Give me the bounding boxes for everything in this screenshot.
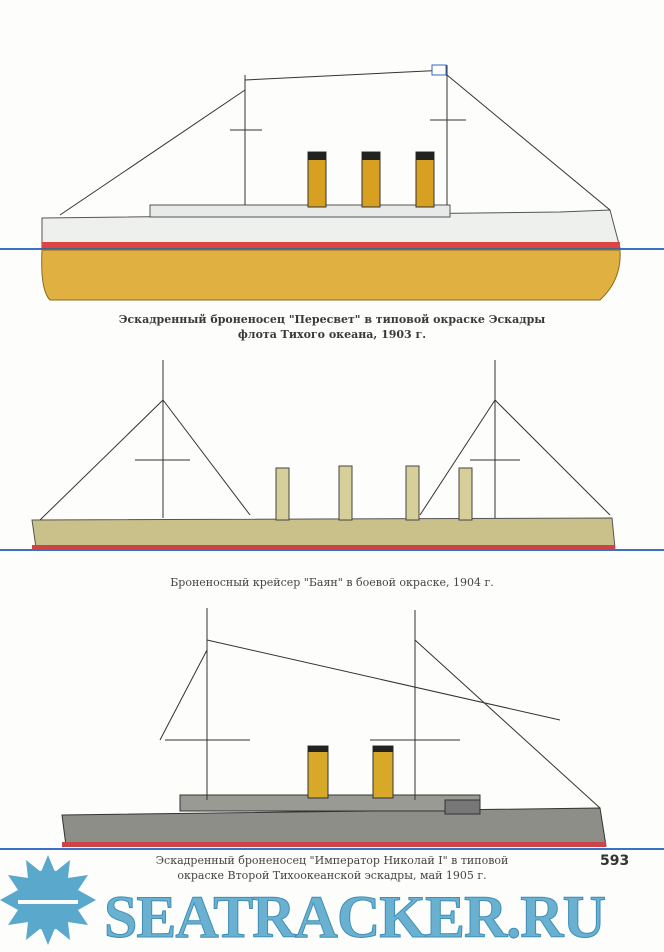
caption-bayan: Броненосный крейсер "Баян" в боевой окра… [170,576,494,589]
caption-line: окраске Второй Тихоокеанской эскадры, ма… [177,869,487,882]
caption-imperator-nikolai: Эскадренный броненосец "Император Никола… [0,853,664,883]
caption-line: флота Тихого океана, 1903 г. [237,328,427,341]
page-number: 593 [600,853,630,869]
ship-imperator-nikolai [0,608,664,850]
ship-peresvet [0,64,664,301]
caption-peresvet: Эскадренный броненосец "Пересвет" в типо… [0,312,664,342]
watermark: SEATRACKER.RU [104,884,607,950]
caption-line: Эскадренный броненосец "Пересвет" в типо… [118,313,546,326]
ship-bayan [0,360,664,551]
seatracker-sun-logo [0,855,96,945]
caption-line: Эскадренный броненосец "Император Никола… [155,854,509,867]
